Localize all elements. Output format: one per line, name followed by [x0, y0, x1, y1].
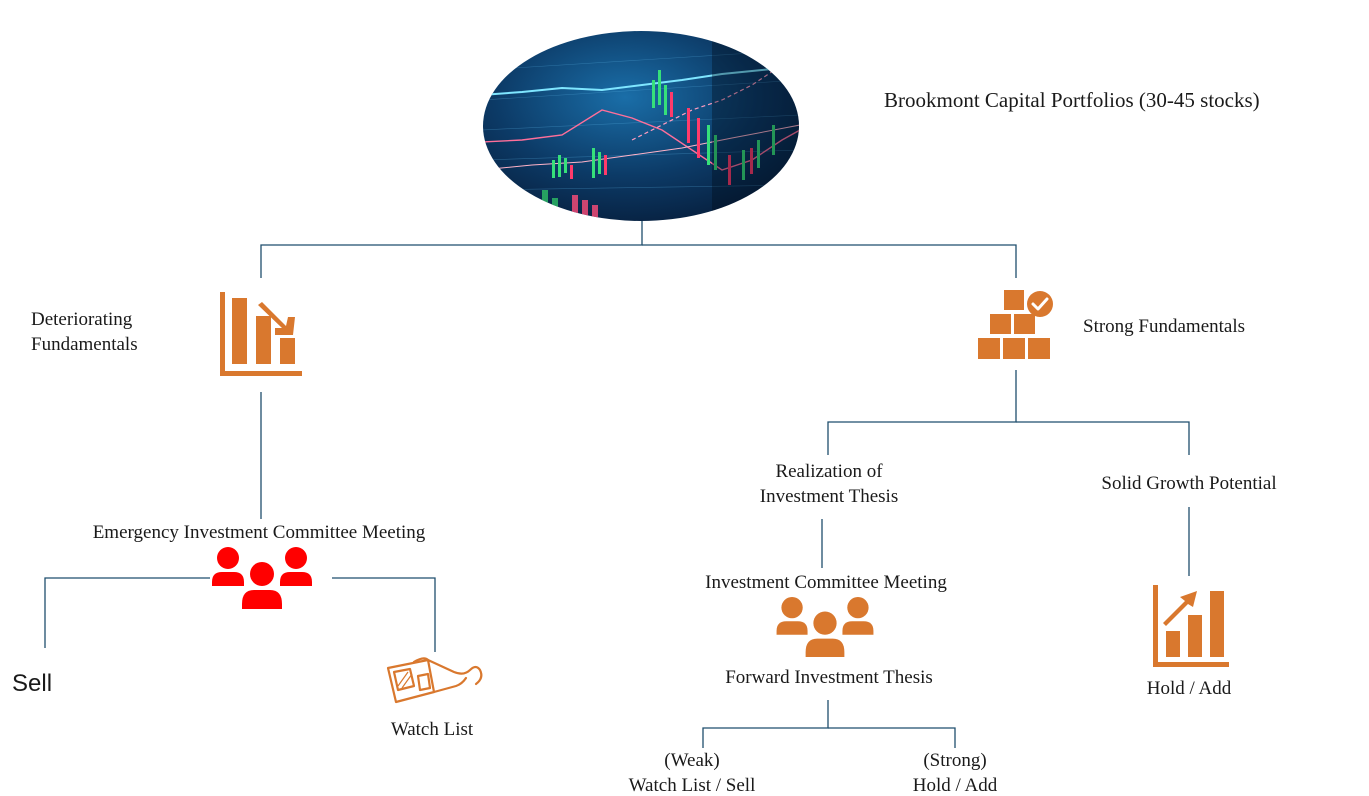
connector-meeting-watch: [332, 577, 436, 652]
declining-bar-chart-icon: [220, 292, 302, 376]
connector-forward-weak: [702, 700, 829, 748]
connector-strong-realization: [827, 370, 1017, 455]
group-people-icon: [212, 547, 312, 609]
stock-market-chart-image: [483, 31, 799, 221]
solid-growth-label: Solid Growth Potential: [1101, 473, 1277, 494]
growth-bar-chart-icon: [1153, 585, 1229, 667]
connector-root-left: [260, 218, 643, 278]
group-people-icon: [776, 596, 874, 658]
forward-thesis-label: Forward Investment Thesis: [725, 667, 933, 688]
deteriorating-label-line2: Fundamentals: [31, 334, 138, 355]
watch-list-label: Watch List: [390, 719, 474, 740]
weak-label-line1: (Weak): [664, 750, 720, 771]
connector-meeting-sell: [44, 577, 210, 648]
connector-forward-strong: [828, 727, 956, 748]
hold-add-label: Hold / Add: [1146, 678, 1232, 699]
sell-label: Sell: [12, 670, 53, 697]
connector-root-right: [642, 244, 1017, 278]
weak-label-line2: Watch List / Sell: [628, 775, 756, 796]
boxes-checkmark-icon: [978, 290, 1053, 359]
strong-label-line2: Hold / Add: [912, 775, 998, 796]
investment-meeting-label: Investment Committee Meeting: [705, 572, 947, 593]
emergency-meeting-label: Emergency Investment Committee Meeting: [92, 522, 426, 543]
realization-label-line2: Investment Thesis: [759, 486, 899, 507]
deteriorating-label-line1: Deteriorating: [31, 309, 133, 330]
page-title: Brookmont Capital Portfolios (30-45 stoc…: [884, 88, 1260, 112]
3d-glasses-icon: [386, 657, 483, 704]
strong-label-line1: (Strong): [923, 750, 987, 771]
realization-label-line1: Realization of: [775, 461, 883, 482]
connector-strong-growth: [1016, 421, 1190, 455]
strong-fundamentals-label: Strong Fundamentals: [1083, 316, 1246, 337]
